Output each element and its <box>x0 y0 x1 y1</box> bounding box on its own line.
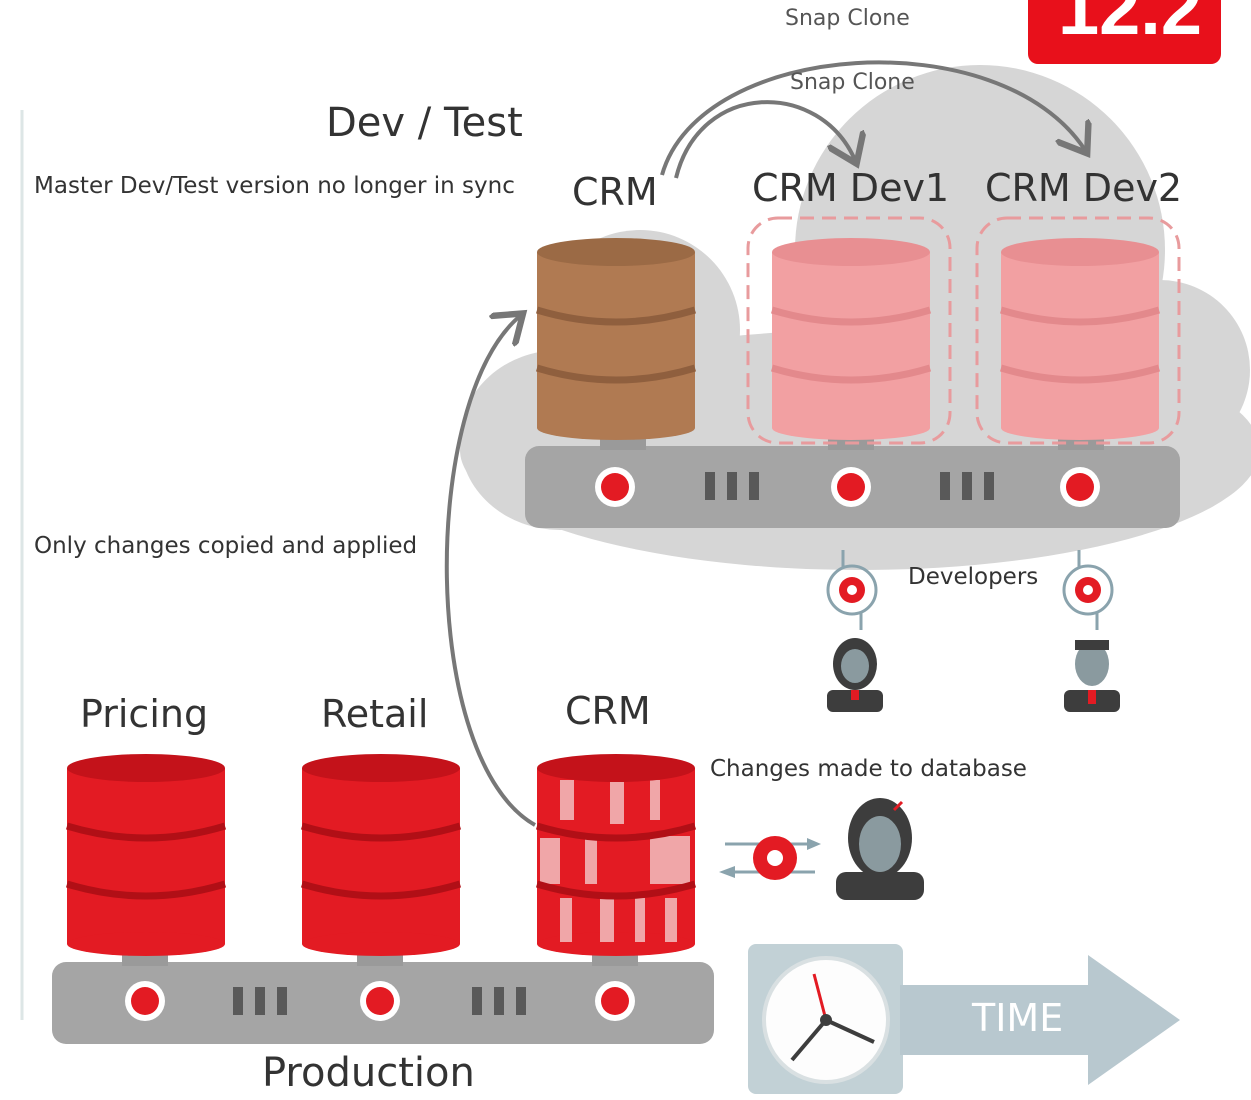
person-icon <box>1064 640 1120 712</box>
gear-icon <box>719 836 821 880</box>
time-label: TIME <box>972 996 1064 1040</box>
production-title: Production <box>262 1050 475 1096</box>
person-icon <box>836 798 924 900</box>
retail-database <box>300 754 462 956</box>
pricing-database <box>65 754 227 956</box>
snap-clone-label-top: Snap Clone <box>785 6 910 31</box>
version-badge: 12.2 <box>1058 0 1203 50</box>
snap-clone-arrow-dev2 <box>660 60 1085 176</box>
person-icon <box>827 638 883 712</box>
version-badge-box <box>1028 0 1221 64</box>
devtest-db-label-crm: CRM <box>572 170 658 214</box>
clock-icon <box>762 956 890 1084</box>
devtest-db-label-dev2: CRM Dev2 <box>985 166 1183 210</box>
prod-db-label-crm: CRM <box>565 689 651 733</box>
gear-icon <box>1062 550 1114 630</box>
prod-db-label-pricing: Pricing <box>80 692 209 736</box>
sync-arrow <box>444 316 536 827</box>
prod-db-label-retail: Retail <box>321 692 429 736</box>
devtest-note: Master Dev/Test version no longer in syn… <box>34 173 515 199</box>
devtest-db-label-dev1: CRM Dev1 <box>752 166 950 210</box>
devtest-title: Dev / Test <box>326 100 523 146</box>
changes-note: Changes made to database <box>710 756 1027 782</box>
snap-clone-label-bottom: Snap Clone <box>790 70 915 95</box>
production-crm-database <box>535 754 697 956</box>
gear-icon <box>826 550 878 630</box>
snap-clone-arrow-dev1 <box>674 100 855 179</box>
crm-dev1-database <box>746 216 952 445</box>
devtest-crm-database <box>535 238 697 440</box>
crm-dev2-database <box>975 216 1181 445</box>
developers-label: Developers <box>908 564 1039 590</box>
sync-note: Only changes copied and applied <box>34 533 418 559</box>
